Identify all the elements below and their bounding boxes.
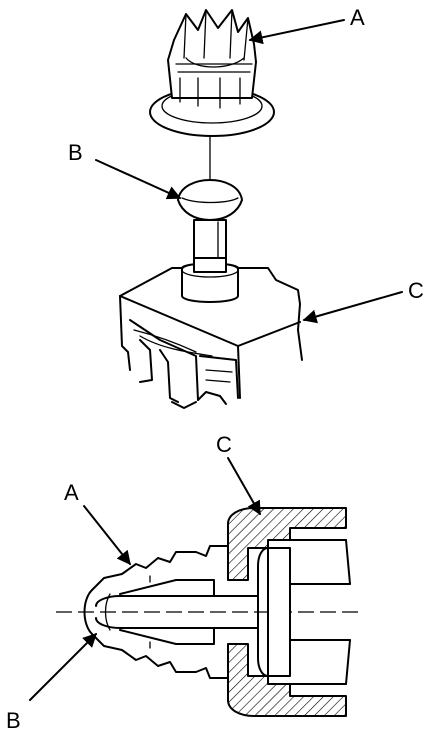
callout-b-section: B <box>6 708 21 733</box>
clip-a-drawing <box>149 9 275 137</box>
callout-a-section: A <box>64 480 79 505</box>
callout-b-top: B <box>68 140 83 165</box>
callout-c-section: C <box>216 432 232 457</box>
bracket-c-drawing <box>119 257 303 409</box>
callout-a-top: A <box>350 5 365 30</box>
callout-c-top: C <box>408 278 424 303</box>
stud-b-section <box>95 595 259 629</box>
